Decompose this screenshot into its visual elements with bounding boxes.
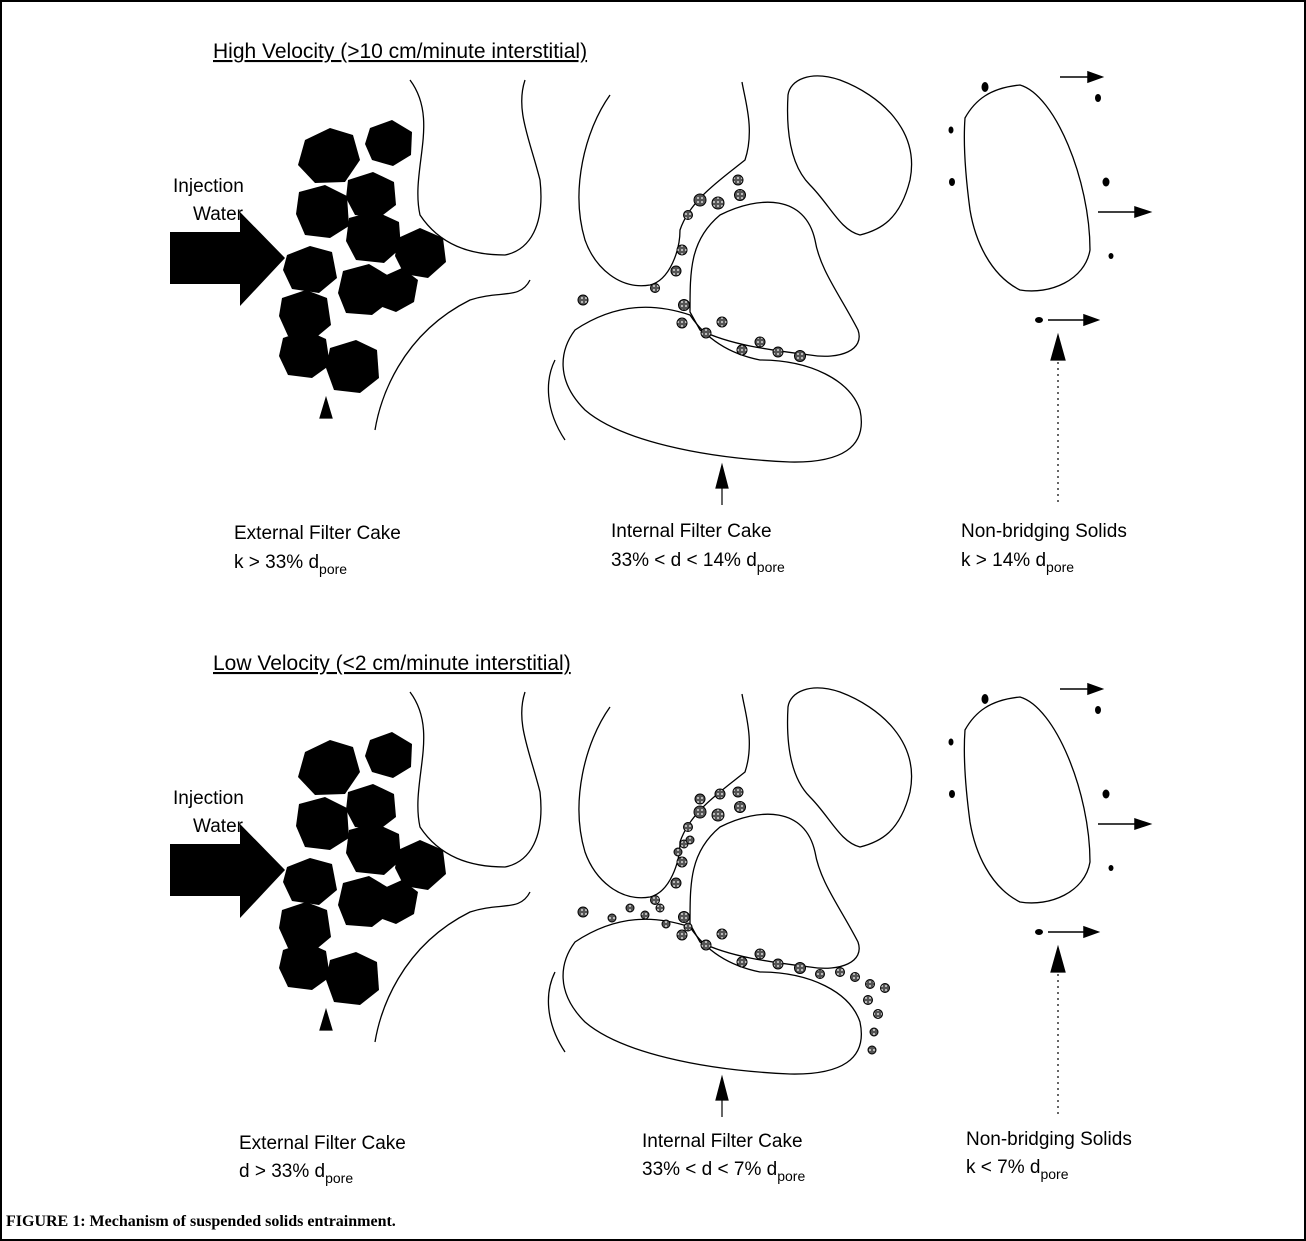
panel-high-velocity: High Velocity (>10 cm/minute interstitia…: [169, 40, 1151, 577]
non-bridging-formula: k > 14% dpore: [961, 550, 1074, 575]
injection-label-2: Water: [193, 204, 244, 225]
panel-heading: High Velocity (>10 cm/minute interstitia…: [213, 40, 587, 63]
internal-cake-formula: 33% < d < 14% dpore: [611, 550, 785, 575]
injection-label-1: Injection: [173, 176, 244, 197]
internal-cake-title: Internal Filter Cake: [642, 1131, 803, 1152]
non-bridging-title: Non-bridging Solids: [966, 1129, 1132, 1150]
non-bridging-title: Non-bridging Solids: [961, 521, 1127, 542]
internal-cake-title: Internal Filter Cake: [611, 521, 772, 542]
external-cake-title: External Filter Cake: [239, 1133, 406, 1154]
internal-cake-formula: 33% < d < 7% dpore: [642, 1159, 805, 1184]
extra-internal-particles: [607, 788, 890, 1055]
panel-low-velocity: Low Velocity (<2 cm/minute interstitial)…: [169, 652, 1151, 1186]
panel-heading: Low Velocity (<2 cm/minute interstitial): [213, 652, 571, 675]
injection-label-2: Water: [193, 816, 244, 837]
external-cake-title: External Filter Cake: [234, 523, 401, 544]
figure-caption: FIGURE 1: Mechanism of suspended solids …: [6, 1213, 396, 1230]
non-bridging-formula: k < 7% dpore: [966, 1157, 1069, 1182]
external-cake-formula: k > 33% dpore: [234, 552, 347, 577]
injection-label-1: Injection: [173, 788, 244, 809]
external-cake-formula: d > 33% dpore: [239, 1161, 353, 1186]
